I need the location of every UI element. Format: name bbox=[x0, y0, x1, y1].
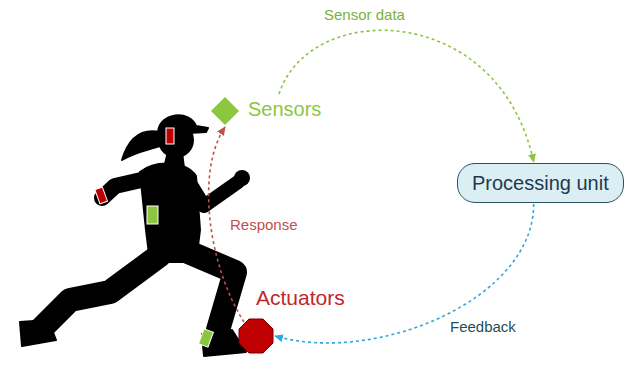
edge-label: Response bbox=[228, 216, 300, 233]
sensor-node: Sensors bbox=[210, 96, 321, 122]
feedback-arc bbox=[279, 30, 534, 162]
actuator-node: Actuators bbox=[238, 284, 345, 351]
edge-label: Sensor data bbox=[322, 6, 407, 23]
actuator-octagon bbox=[238, 318, 274, 354]
edge-label: Feedback bbox=[448, 318, 518, 335]
feedback-arc bbox=[275, 204, 534, 343]
process-box: Processing unit bbox=[457, 163, 624, 203]
node-label: Processing unit bbox=[472, 170, 609, 196]
node-label: Sensors bbox=[248, 96, 321, 122]
node-label: Actuators bbox=[256, 284, 345, 311]
sensor-diamond bbox=[210, 96, 240, 126]
